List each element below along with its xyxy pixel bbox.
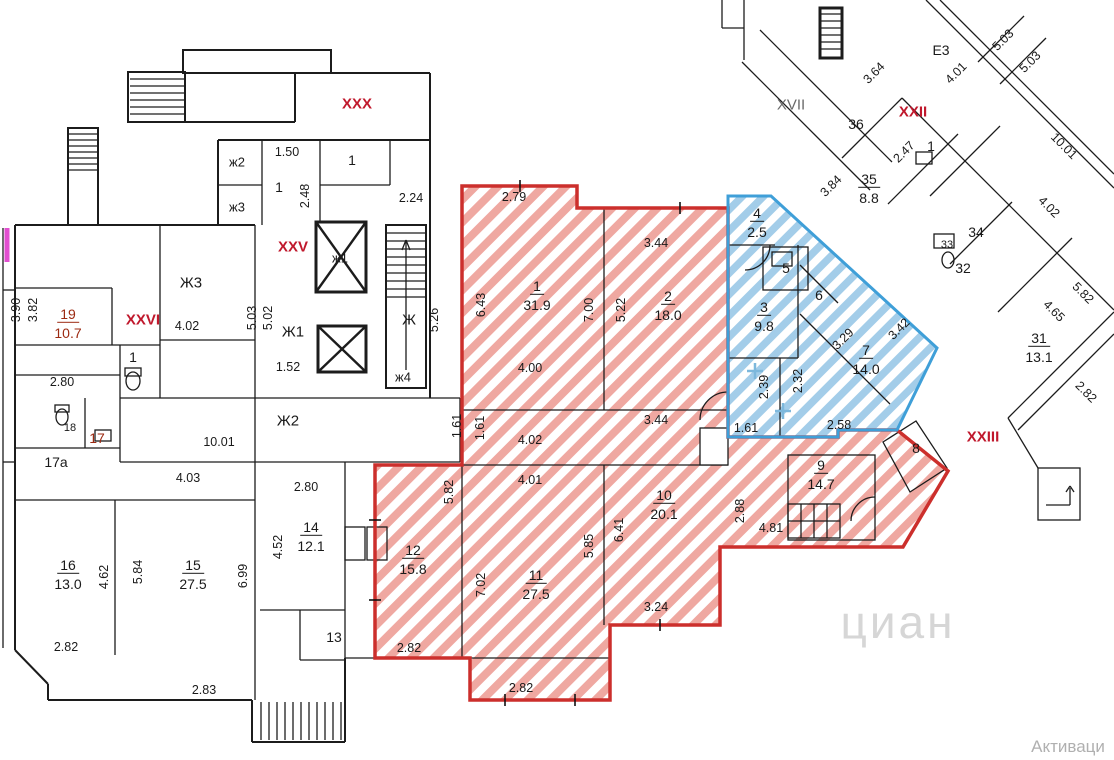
blue-cross-marks (747, 363, 791, 419)
red-apartment-region (375, 186, 948, 700)
stairs (69, 78, 427, 740)
perimeter-walls (2, 49, 431, 743)
window-ticks (369, 180, 681, 706)
elevator-shafts (314, 6, 844, 374)
interior-walls (15, 0, 1114, 700)
blue-apartment-region (728, 196, 937, 437)
blue-apartment-outline (726, 194, 939, 439)
